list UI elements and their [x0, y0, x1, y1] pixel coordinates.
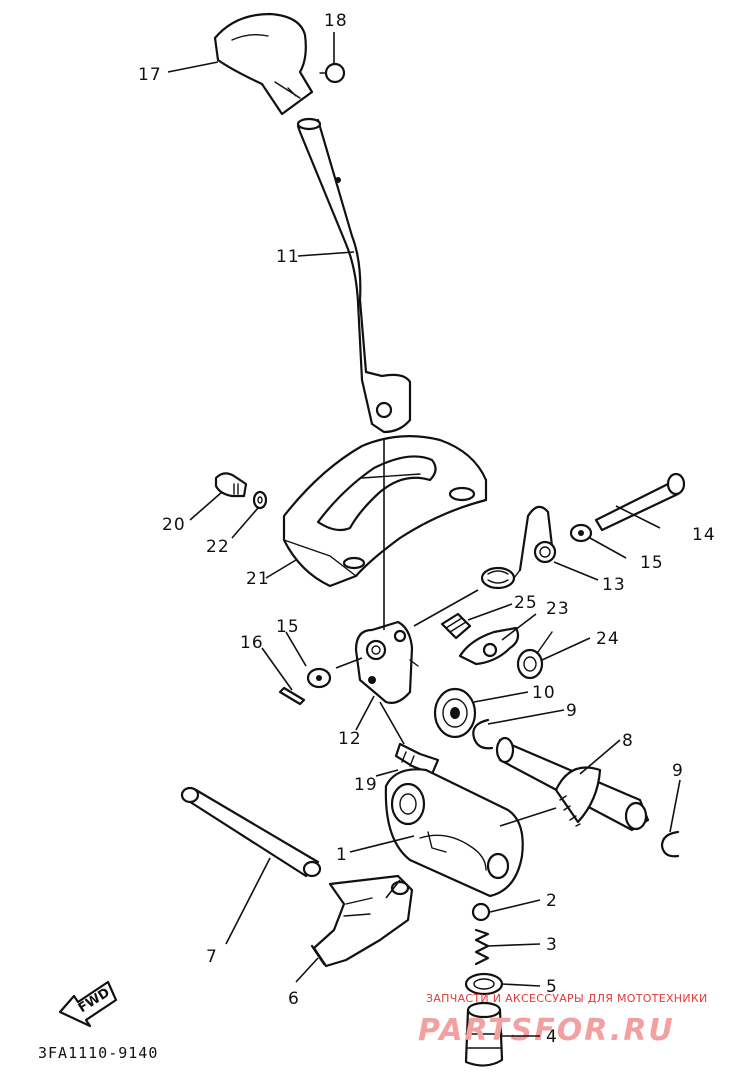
callout-18: 18	[324, 11, 348, 31]
callout-16: 16	[240, 633, 264, 653]
callout-23: 23	[546, 599, 570, 619]
part-17-shift-knob	[213, 12, 314, 116]
callout-6: 6	[288, 989, 300, 1009]
callout-2: 2	[546, 891, 558, 911]
catalog-code: 3FA1110-9140	[38, 1044, 158, 1062]
part-18-pin	[319, 62, 346, 84]
callout-13: 13	[602, 575, 626, 595]
callout-21: 21	[246, 569, 270, 589]
part-11-shift-lever	[296, 117, 412, 434]
callout-1: 1	[336, 845, 348, 865]
part-2-ball	[471, 902, 491, 922]
part-24-spring	[516, 631, 553, 680]
part-25-bolt	[440, 612, 472, 640]
callout-9-lower: 9	[672, 761, 684, 781]
callout-10: 10	[532, 683, 556, 703]
part-15-washer-upper	[569, 523, 593, 543]
callout-20: 20	[162, 515, 186, 535]
leader-lines	[167, 32, 681, 1037]
part-23-stopper-lever	[458, 626, 520, 666]
callout-22: 22	[206, 537, 230, 557]
part-9-circlip-lower	[660, 830, 680, 858]
fwd-arrow-icon: FWD	[58, 980, 118, 1028]
callout-9-upper: 9	[566, 701, 578, 721]
part-12-shift-arm	[354, 620, 419, 704]
callout-3: 3	[546, 935, 558, 955]
callout-12: 12	[338, 729, 362, 749]
part-7-fork-shaft	[180, 786, 322, 878]
part-15-washer-lower	[306, 667, 332, 689]
part-21-shift-gate	[282, 435, 488, 588]
callout-8: 8	[622, 731, 634, 751]
callout-15-upper: 15	[640, 553, 664, 573]
callout-4: 4	[546, 1027, 558, 1047]
callout-25: 25	[514, 593, 538, 613]
part-1-shift-drum	[384, 768, 524, 898]
part-14-pin	[594, 472, 686, 532]
watermark-logo: PARTSFOR.RU	[418, 1013, 675, 1048]
part-8-shift-shaft	[495, 736, 650, 832]
part-6-shift-fork	[310, 874, 414, 968]
callouts: 17 18 11 20 22 21 14 15 13 25 23 24 15 1…	[138, 11, 716, 1047]
watermark-tagline: ЗАПЧАСТИ И АКСЕССУАРЫ ДЛЯ МОТОТЕХНИКИ	[426, 992, 708, 1005]
part-22-washer	[252, 490, 268, 510]
callout-19: 19	[354, 775, 378, 795]
part-13-spring	[480, 505, 557, 590]
part-5-washer	[464, 972, 504, 996]
callout-17: 17	[138, 65, 162, 85]
part-10-bearing	[433, 687, 477, 739]
part-4-plug	[464, 1001, 504, 1067]
part-20-bolt	[214, 472, 248, 498]
callout-5: 5	[546, 977, 558, 997]
callout-14: 14	[692, 525, 716, 545]
part-3-spring	[474, 928, 490, 966]
callout-11: 11	[276, 247, 300, 267]
callout-7: 7	[206, 947, 218, 967]
part-16-cotter-pin	[278, 686, 306, 706]
part-9-circlip-upper	[472, 718, 494, 750]
callout-24: 24	[596, 629, 620, 649]
callout-15-lower: 15	[276, 617, 300, 637]
